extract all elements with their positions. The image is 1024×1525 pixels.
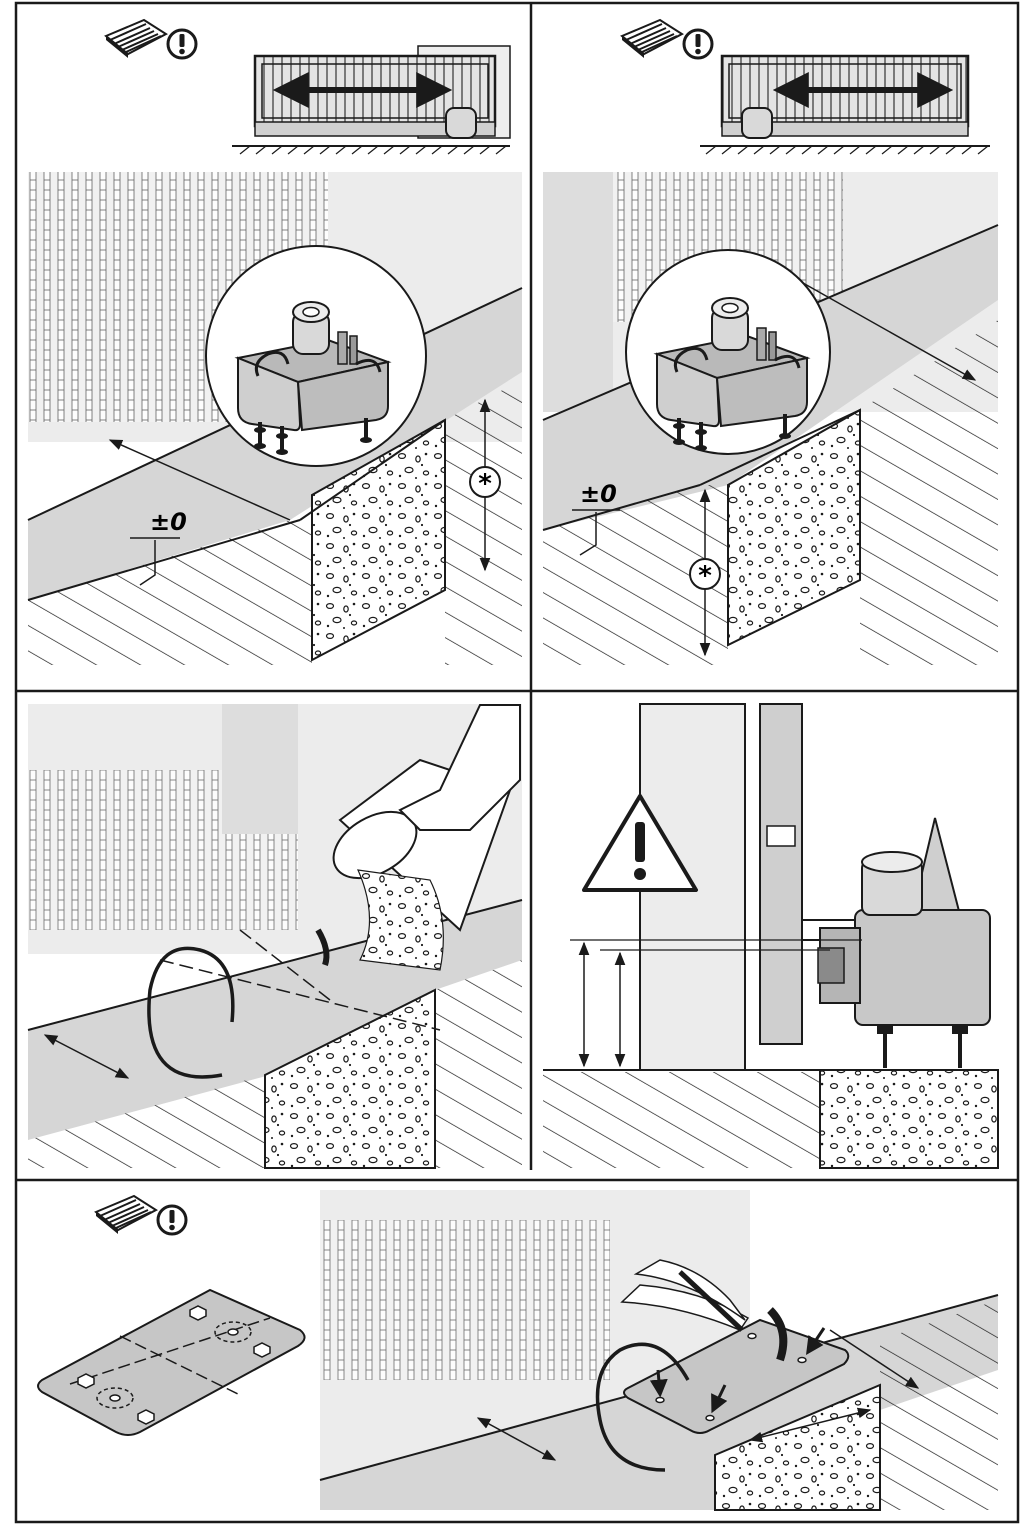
panel-gate-left: * ±0 <box>27 18 523 665</box>
panel-marking-holes <box>319 1190 999 1511</box>
bucket-icon <box>332 704 521 971</box>
operator-motor-icon <box>802 817 991 1068</box>
base-plate-icon <box>37 1288 306 1436</box>
read-manual-icon <box>104 18 198 60</box>
cable-conduit <box>595 1342 690 1472</box>
level-label: ±0 <box>580 480 617 508</box>
sliding-gate-icon <box>232 45 511 155</box>
read-manual-icon <box>620 18 714 60</box>
sliding-gate-icon <box>700 54 990 155</box>
read-manual-icon <box>94 1194 188 1236</box>
panel-concrete-pouring <box>27 704 523 1169</box>
level-label: ±0 <box>150 508 187 536</box>
hand-marker-icon <box>620 1259 750 1332</box>
panel-height-warning <box>543 703 999 1169</box>
star-marker: * <box>698 561 712 591</box>
base-plate-icon <box>623 1318 850 1434</box>
panel-base-plate <box>37 1194 306 1436</box>
cable-conduit <box>147 946 235 1079</box>
star-marker: * <box>478 469 492 499</box>
panel-gate-right: * ±0 <box>542 18 999 665</box>
panel-frame <box>14 1 1020 1524</box>
